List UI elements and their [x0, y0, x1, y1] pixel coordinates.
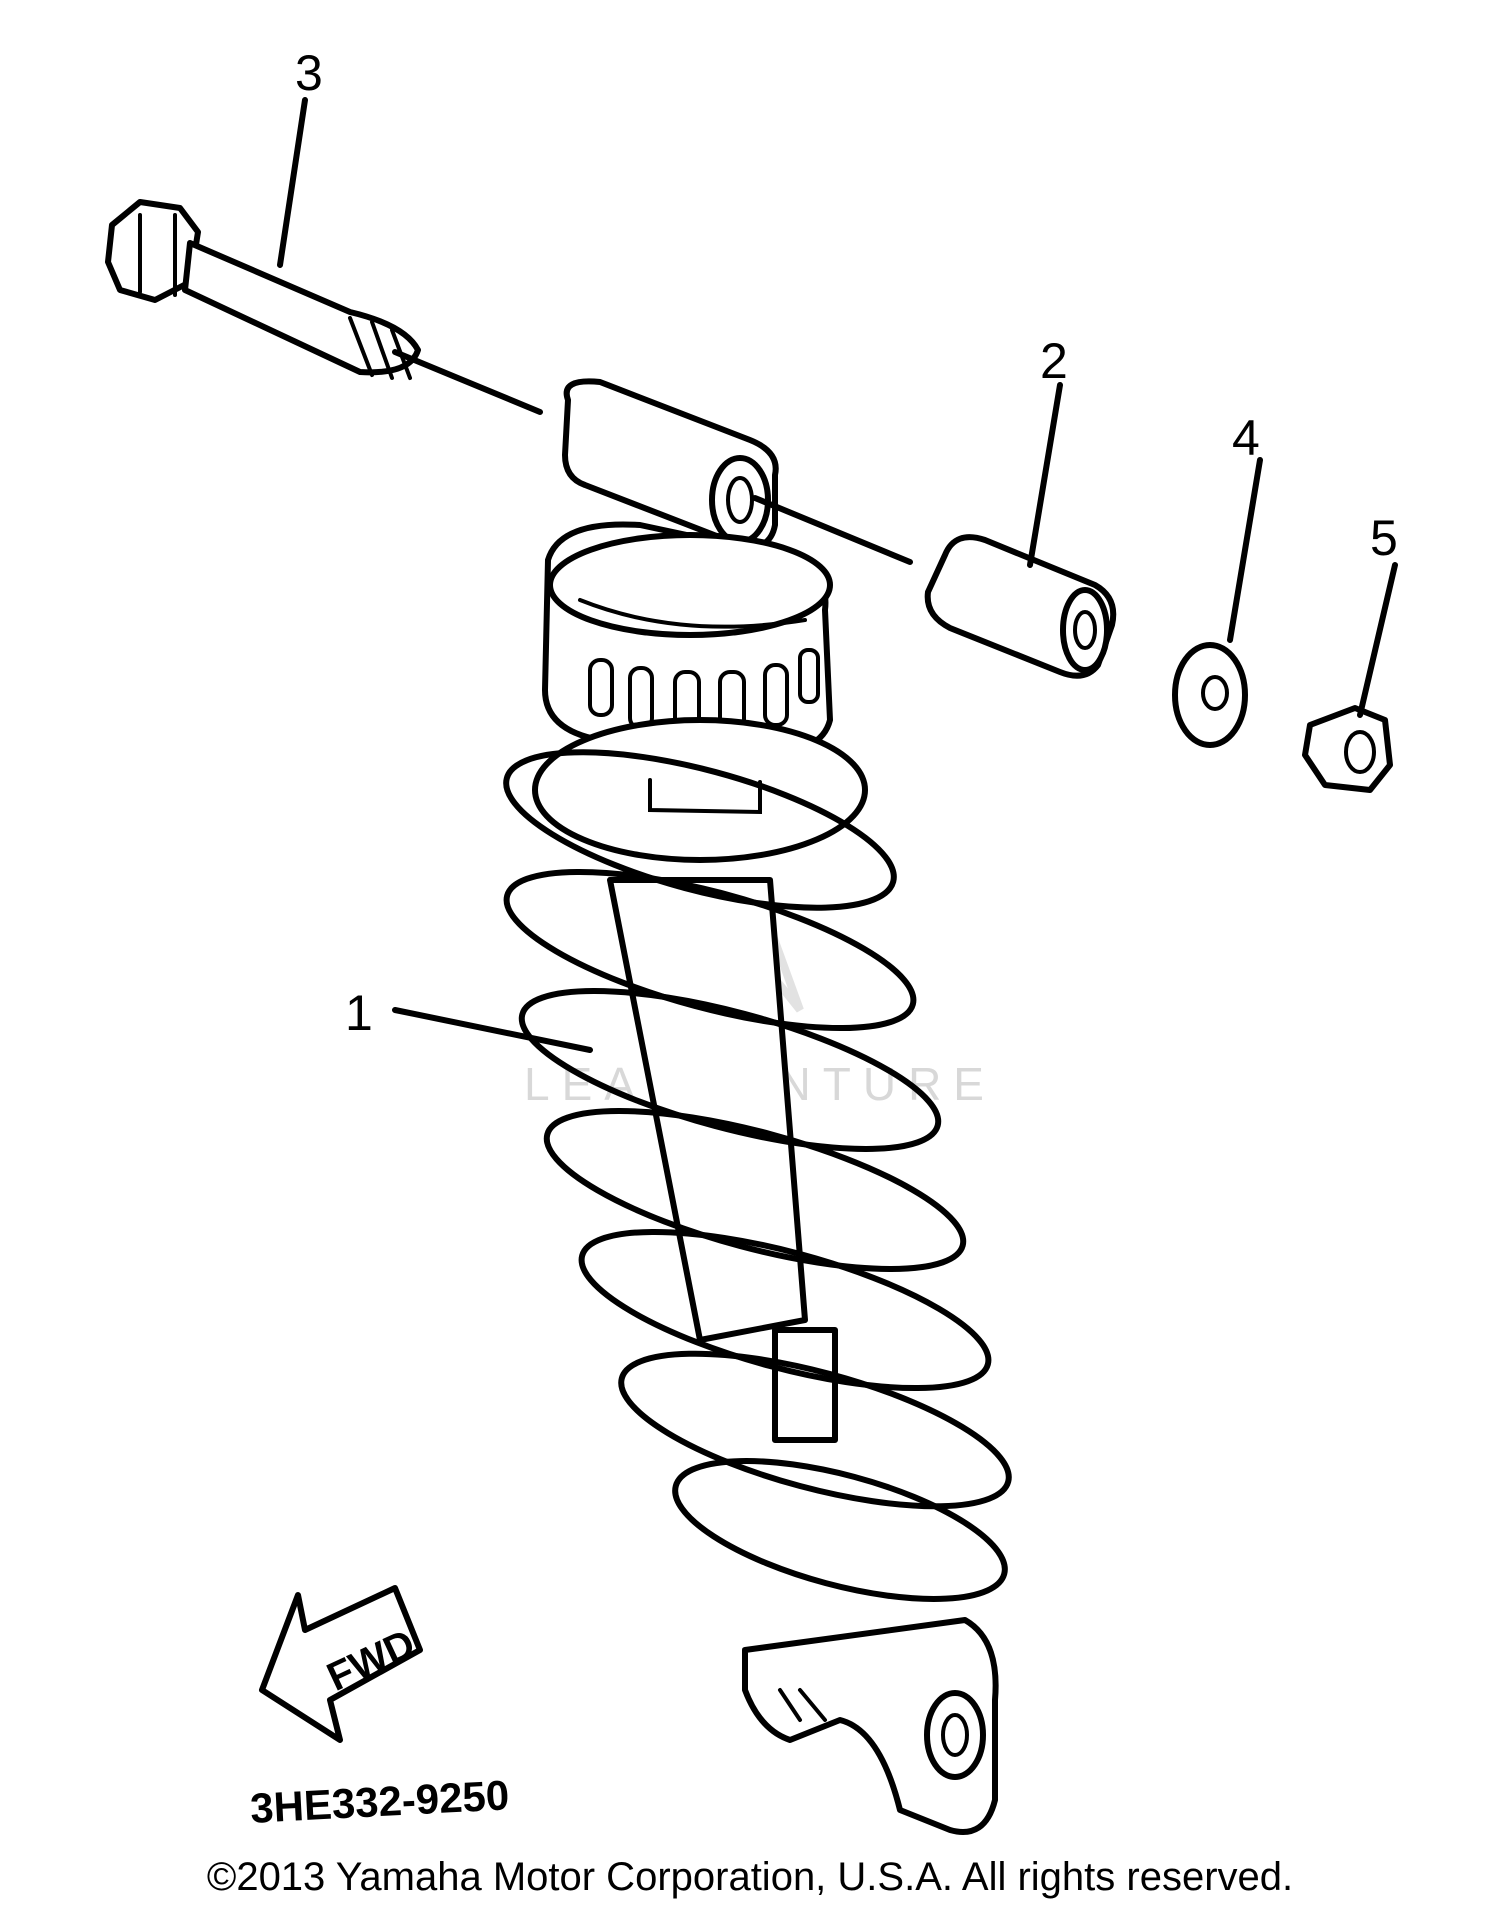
coil-spring — [503, 749, 1012, 1602]
washer-part-4 — [1172, 642, 1248, 748]
callout-4: 4 — [1232, 410, 1260, 466]
copyright-notice: ©2013 Yamaha Motor Corporation, U.S.A. A… — [207, 1855, 1293, 1899]
shock-absorber-part-1 — [503, 378, 1012, 1835]
callout-1: 1 — [345, 985, 373, 1041]
callout-5: 5 — [1370, 510, 1398, 566]
forward-arrow: FWD — [259, 1585, 423, 1743]
nut-part-5 — [1302, 705, 1393, 793]
bolt-part-3 — [105, 199, 543, 415]
diagram-part-number: 3HE332-9250 — [249, 1771, 510, 1832]
callout-2: 2 — [1040, 333, 1068, 389]
callout-3: 3 — [295, 45, 323, 101]
collar-part-2 — [924, 534, 1117, 679]
leader-lines — [277, 97, 1398, 1053]
